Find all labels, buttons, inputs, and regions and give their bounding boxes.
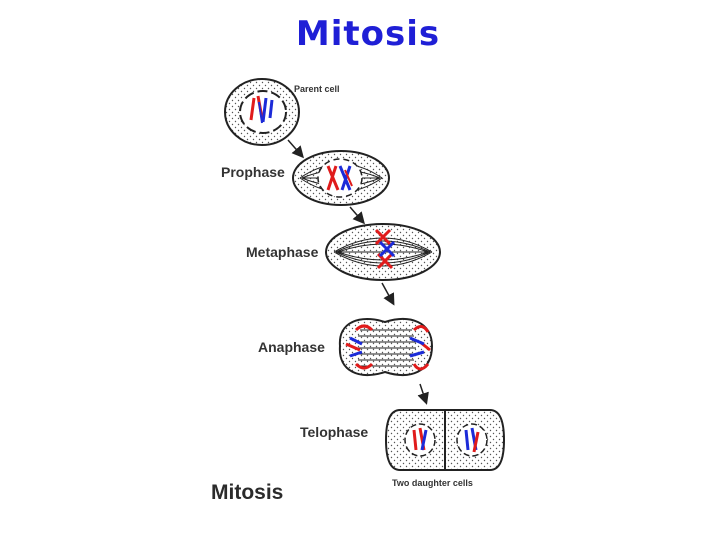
arrow-2 bbox=[349, 206, 365, 225]
figure-title: Mitosis bbox=[211, 481, 284, 504]
anaphase-cell bbox=[338, 318, 434, 376]
slide-title: Mitosis bbox=[295, 14, 441, 54]
arrow-4 bbox=[417, 383, 429, 405]
metaphase-cell bbox=[325, 223, 441, 281]
metaphase-label: Metaphase bbox=[246, 244, 319, 260]
parent-cell-label: Parent cell bbox=[294, 84, 340, 94]
anaphase-label: Anaphase bbox=[258, 339, 325, 355]
arrow-1 bbox=[287, 139, 304, 159]
telophase-label: Telophase bbox=[300, 424, 369, 440]
parent-cell bbox=[224, 78, 300, 146]
telophase-cells bbox=[384, 409, 506, 471]
arrow-3 bbox=[381, 282, 395, 306]
prophase-label: Prophase bbox=[221, 164, 285, 180]
prophase-cell bbox=[292, 150, 390, 206]
daughter-cells-label: Two daughter cells bbox=[392, 478, 473, 488]
